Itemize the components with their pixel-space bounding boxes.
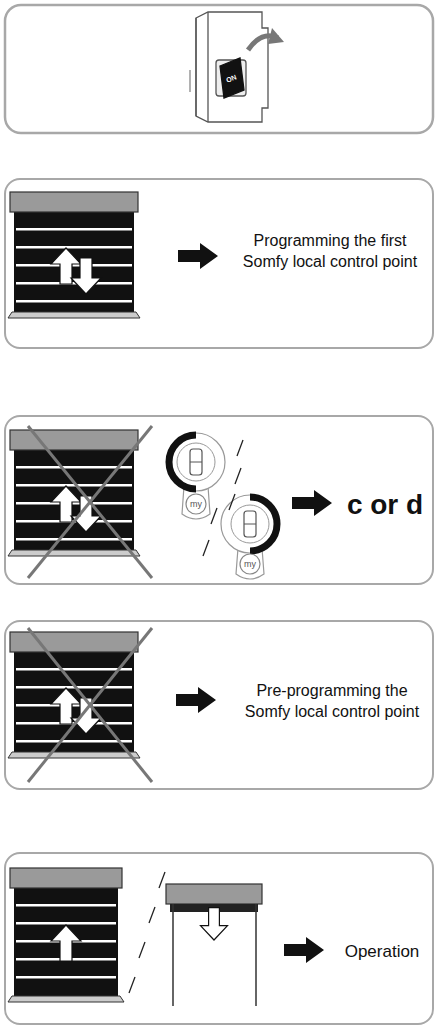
awning-post — [255, 904, 257, 1006]
or-slash — [235, 468, 241, 484]
blind — [8, 192, 140, 318]
circuit-breaker — [190, 12, 268, 122]
remote-control — [221, 495, 279, 579]
headrail — [10, 430, 138, 450]
arrow-head — [268, 28, 284, 44]
toggle — [244, 511, 256, 537]
or-slash — [203, 540, 209, 556]
slat-line — [16, 466, 132, 469]
or-slash — [159, 872, 165, 888]
step-panel: c or d — [4, 415, 434, 585]
headrail — [10, 868, 122, 888]
remote-control — [167, 433, 225, 519]
step-panel: Operation — [4, 852, 434, 1025]
step-text: Operation — [334, 941, 430, 963]
bottom-rail — [8, 752, 140, 758]
my-button — [240, 554, 260, 574]
button-label: my — [190, 499, 202, 509]
result-arrow — [284, 937, 324, 963]
button-label: my — [244, 559, 256, 569]
slat-line — [16, 538, 132, 541]
toggle-split — [244, 524, 256, 525]
panel-outline — [5, 5, 433, 133]
down-arrow — [71, 258, 101, 294]
or-slash — [149, 907, 155, 923]
blind-slats — [14, 212, 134, 312]
down-arrow — [201, 908, 228, 940]
slat-line — [16, 976, 116, 979]
blind — [8, 632, 140, 758]
blind — [8, 868, 124, 1002]
slat-line — [16, 740, 132, 743]
down-arrow — [71, 496, 101, 532]
or-slash — [237, 440, 243, 456]
blind-slats — [14, 888, 118, 996]
or-slash — [211, 508, 217, 524]
cross-line — [28, 426, 152, 578]
down-arrow — [71, 698, 101, 734]
toggle-split — [190, 462, 202, 463]
or-slash — [129, 977, 135, 993]
up-arrow — [51, 925, 81, 961]
cross-line — [28, 426, 152, 578]
my-button — [186, 494, 206, 514]
result-arrow — [178, 243, 218, 269]
awning-box — [166, 884, 262, 904]
step-panel: Pre-programming the Somfy local control … — [4, 620, 434, 790]
awning-post — [172, 904, 174, 1006]
toggle — [190, 449, 202, 475]
remote-wheel — [221, 495, 279, 553]
step-text: c or d — [340, 487, 430, 523]
step-text: Pre-programming the Somfy local control … — [234, 681, 430, 723]
slat-line — [16, 246, 132, 249]
remote-wheel — [167, 433, 225, 491]
or-slash — [229, 494, 235, 510]
step-panel: Programming the first Somfy local contro… — [4, 178, 434, 349]
slat-line — [16, 282, 132, 285]
slat-line — [16, 228, 132, 231]
step-text: Programming the first Somfy local contro… — [230, 231, 430, 273]
bottom-rail — [8, 312, 140, 318]
slat-line — [16, 904, 116, 907]
remote-center — [177, 443, 215, 481]
result-arrow — [292, 490, 332, 516]
slat-line — [16, 300, 132, 303]
slat-line — [16, 668, 132, 671]
bottom-rail — [8, 550, 140, 556]
cross-line — [28, 628, 152, 782]
cross-line — [28, 628, 152, 782]
bottom-rail — [8, 996, 124, 1002]
headrail — [10, 192, 138, 212]
or-slash — [139, 942, 145, 958]
headrail — [10, 632, 138, 652]
remote-center — [231, 505, 269, 543]
result-arrow — [176, 687, 216, 713]
